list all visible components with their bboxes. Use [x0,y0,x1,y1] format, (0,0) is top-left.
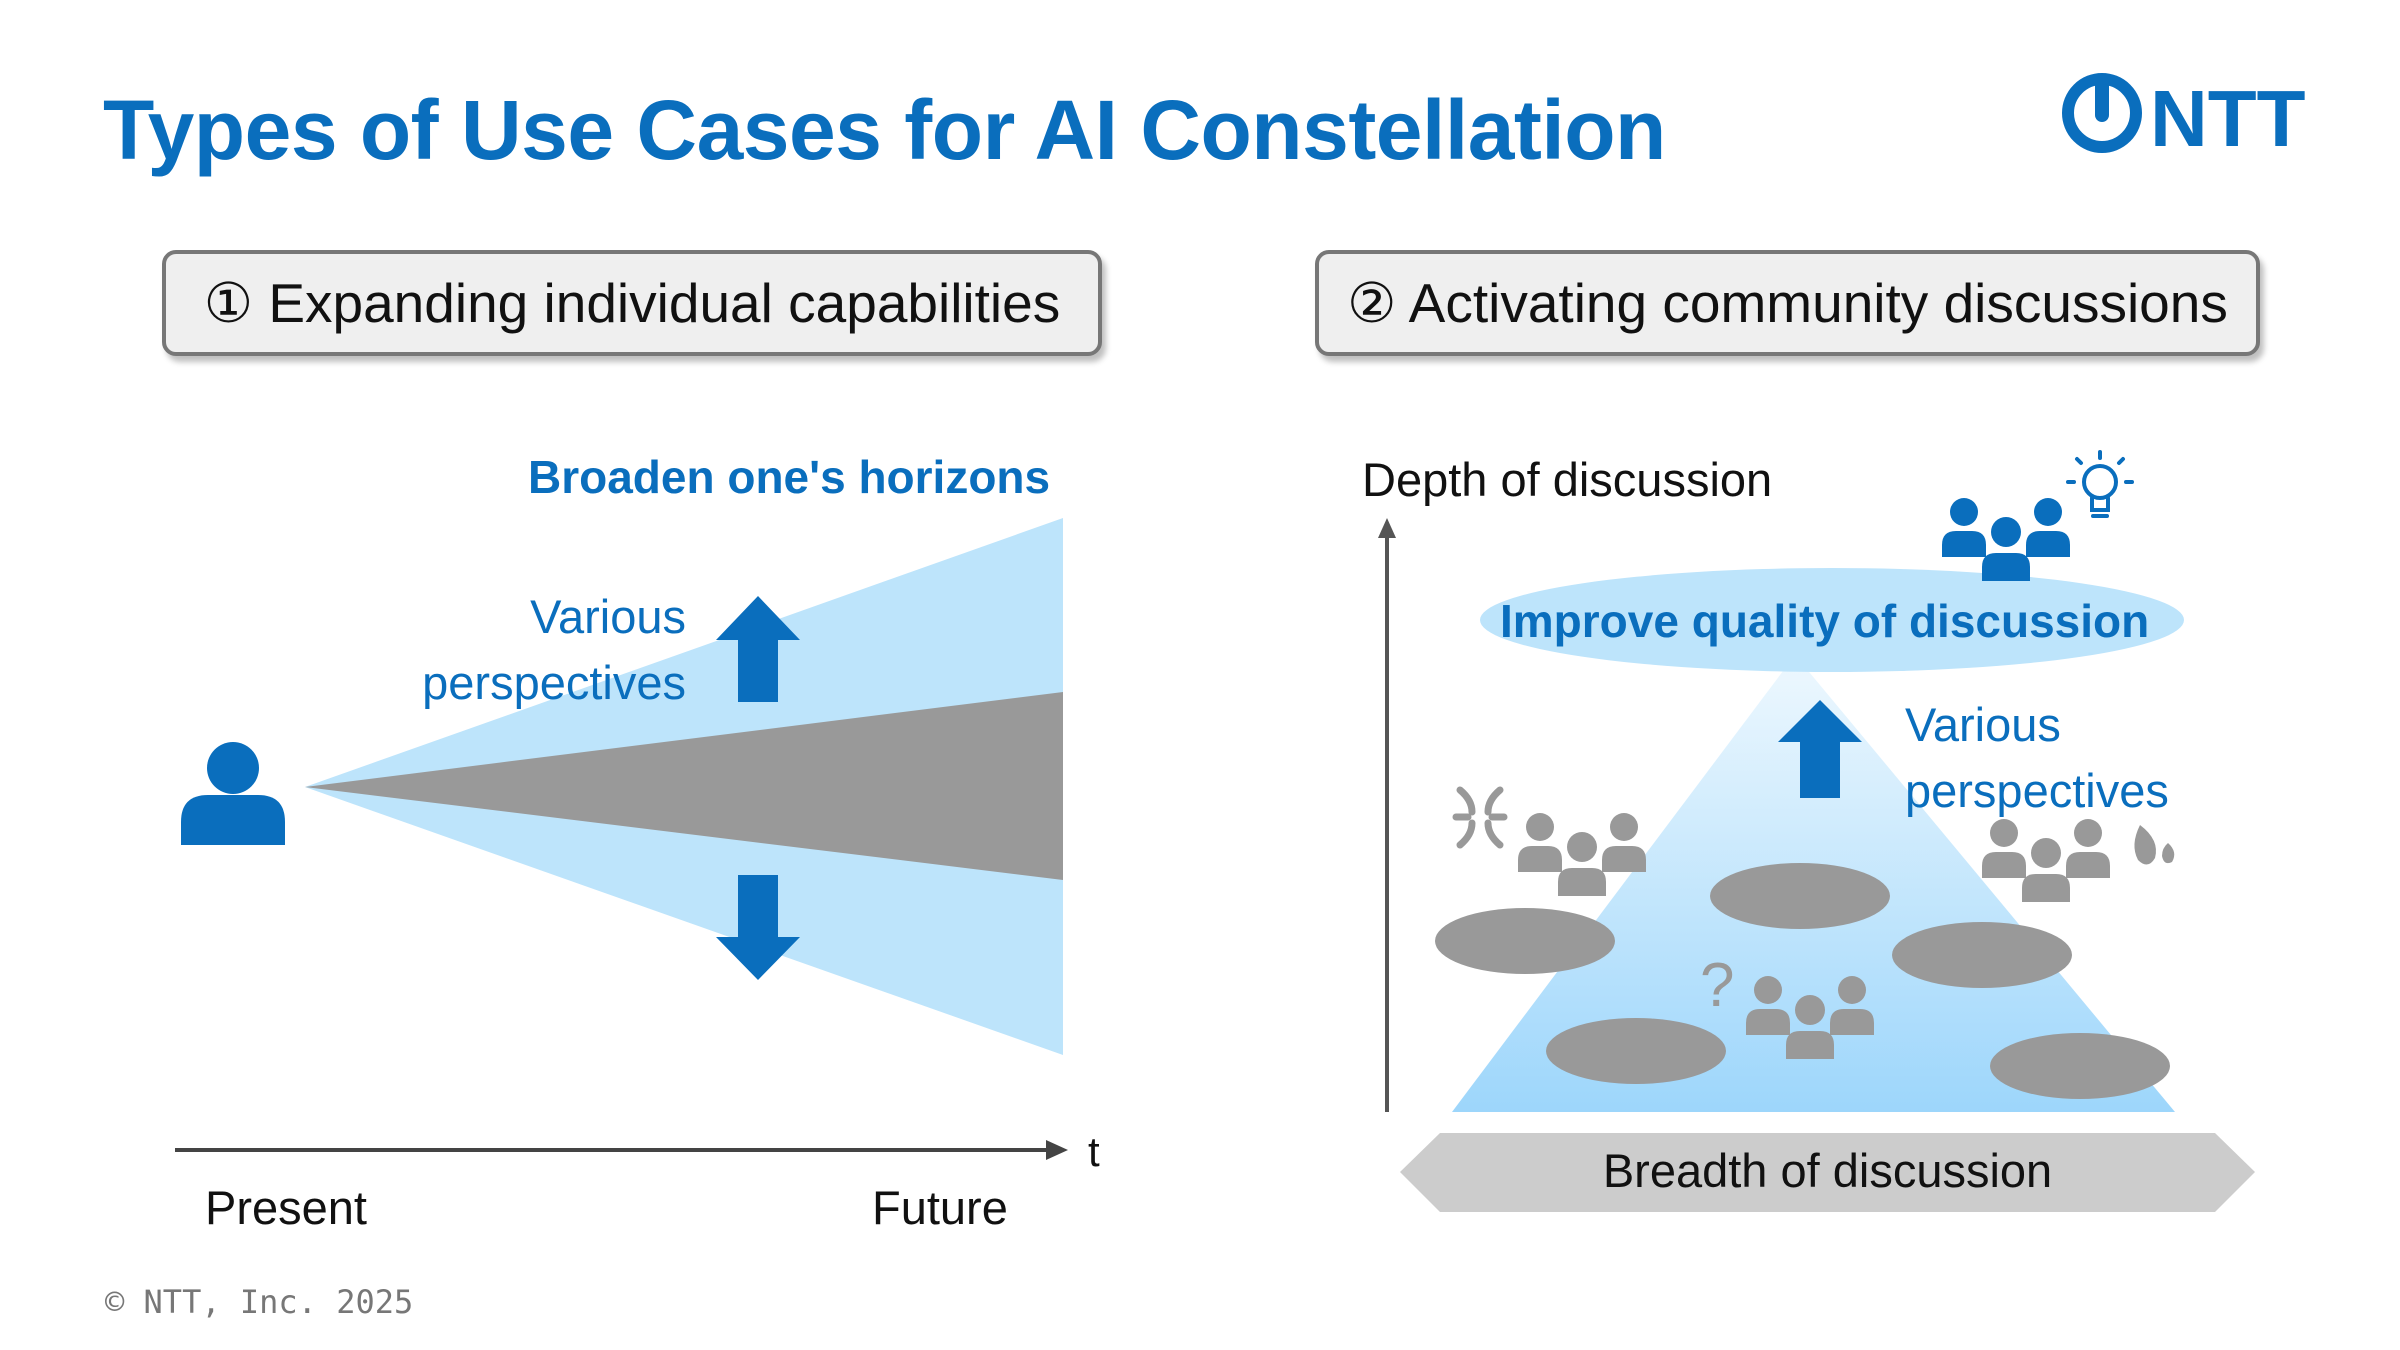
ntt-logo-text: NTT [2150,74,2306,160]
present-label: Present [205,1181,367,1234]
depth-axis-arrowhead-icon [1378,518,1396,538]
depth-label: Depth of discussion [1362,453,1773,506]
arrow-up-icon [716,596,800,702]
group-icon-right [1982,819,2110,902]
group-icon-bottom [1746,976,1874,1059]
right-perspectives-label: Various perspectives [1905,692,2169,824]
discussion-group-ellipse [1546,1018,1726,1084]
improve-quality-ellipse [1480,568,2184,672]
anger-icon [1452,786,1508,849]
breadth-bar [1400,1133,2255,1212]
right-heading-box: ② Activating community discussions [1315,250,2260,356]
arrow-down-icon [716,875,800,980]
breadth-label: Breadth of discussion [1602,1144,2053,1197]
arrow-up-icon-right [1778,700,1862,798]
left-heading: ① Expanding individual capabilities [203,272,1061,334]
future-label: Future [872,1181,1008,1234]
left-perspectives-label: Various perspectives [410,584,686,716]
discussion-group-ellipse [1710,863,1890,929]
copyright: © NTT, Inc. 2025 [105,1283,414,1321]
left-perspectives-line1: Various [530,590,686,643]
left-heading-box: ① Expanding individual capabilities [162,250,1102,356]
group-icon-left [1518,813,1646,896]
ntt-logo-mark-icon [2062,73,2142,153]
discussion-group-ellipse [1435,908,1615,974]
time-axis-arrowhead-icon [1046,1140,1068,1160]
axis-t-label: t [1088,1128,1100,1175]
broaden-label: Broaden one's horizons [528,451,1051,503]
page-title: Types of Use Cases for AI Constellation [103,83,1666,177]
improve-quality-label: Improve quality of discussion [1500,595,2150,647]
group-icon-top [1942,498,2070,581]
question-mark-icon: ? [1700,951,1734,1020]
current-view-wedge [305,692,1063,880]
discussion-group-ellipse [1990,1033,2170,1099]
right-perspectives-line2: perspectives [1905,764,2169,817]
right-perspectives-line1: Various [1905,698,2061,751]
sweat-icon [2134,825,2175,865]
lightbulb-icon [2066,450,2134,518]
left-perspectives-line2: perspectives [422,656,686,709]
ntt-logo: NTT [2062,73,2306,160]
discussion-group-ellipse [1892,922,2072,988]
right-heading: ② Activating community discussions [1347,272,2228,334]
person-icon [181,742,285,845]
